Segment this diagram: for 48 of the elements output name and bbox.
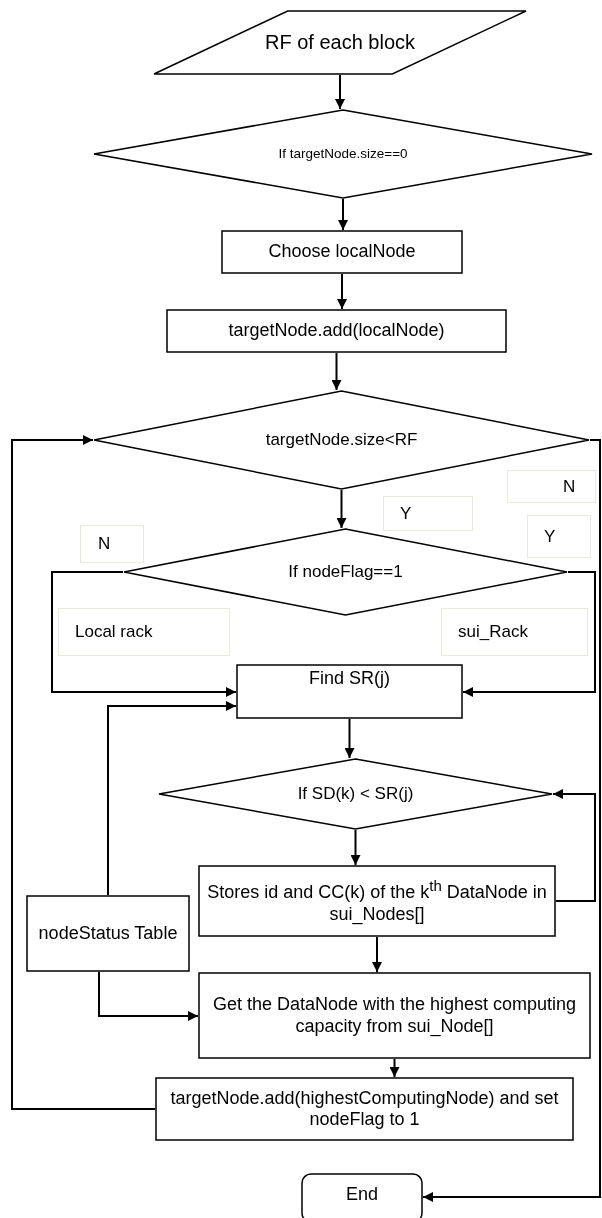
branch-label: Y <box>400 503 412 524</box>
arrow <box>11 435 156 1110</box>
node-text: End <box>345 1184 379 1206</box>
arrow <box>51 571 237 697</box>
node-text: targetNode.size<RF <box>264 429 419 450</box>
decision-diamond <box>93 109 593 199</box>
process-box <box>155 1077 574 1141</box>
node-text: nodeStatus Table <box>37 922 179 945</box>
node-text: Choose localNode <box>267 241 417 263</box>
branch-label: Y <box>544 526 556 547</box>
process-box <box>236 664 463 719</box>
arrow <box>350 829 361 866</box>
arrow <box>337 273 347 310</box>
arrow <box>107 701 237 896</box>
arrow <box>372 936 382 973</box>
decision-diamond <box>123 528 568 616</box>
process-box <box>166 309 507 353</box>
arrow <box>335 74 345 110</box>
node-text: Get the DataNode with the highest computing capacity from sui_Node[] <box>211 994 578 1037</box>
decision-diamond <box>158 758 553 830</box>
decision-diamond <box>93 390 590 490</box>
process-box <box>198 972 591 1059</box>
branch-label: N <box>563 476 576 497</box>
arrow <box>462 571 596 697</box>
arrow <box>336 489 347 529</box>
node-text: targetNode.add(localNode) <box>227 320 446 342</box>
arrow <box>422 439 601 1202</box>
branch-label: sui_Rack <box>458 622 528 642</box>
input-parallelogram <box>153 10 527 75</box>
node-text: targetNode.add(highestComputingNode) and set nodeFlag to 1 <box>169 1087 560 1131</box>
process-box <box>221 230 463 274</box>
arrow <box>98 971 199 1021</box>
arrow <box>552 789 596 902</box>
terminal-box <box>301 1173 423 1217</box>
process-box <box>198 865 556 937</box>
node-text: Stores id and CC(k) of the k$^{th}$ DataNode in sui_Nodes[] <box>206 877 548 925</box>
process-box <box>26 895 190 972</box>
node-text: RF of each block <box>263 30 417 55</box>
node-text: If nodeFlag==1 <box>287 561 404 582</box>
node-text: Find SR(j) <box>308 668 391 690</box>
branch-label: Local rack <box>75 622 153 642</box>
arrow <box>338 198 348 231</box>
arrow <box>344 718 355 759</box>
arrow <box>389 1058 400 1078</box>
arrow <box>331 352 342 391</box>
node-text: If targetNode.size==0 <box>277 146 409 162</box>
node-text: If SD(k) < SR(j) <box>296 783 415 804</box>
branch-label: N <box>98 534 111 554</box>
